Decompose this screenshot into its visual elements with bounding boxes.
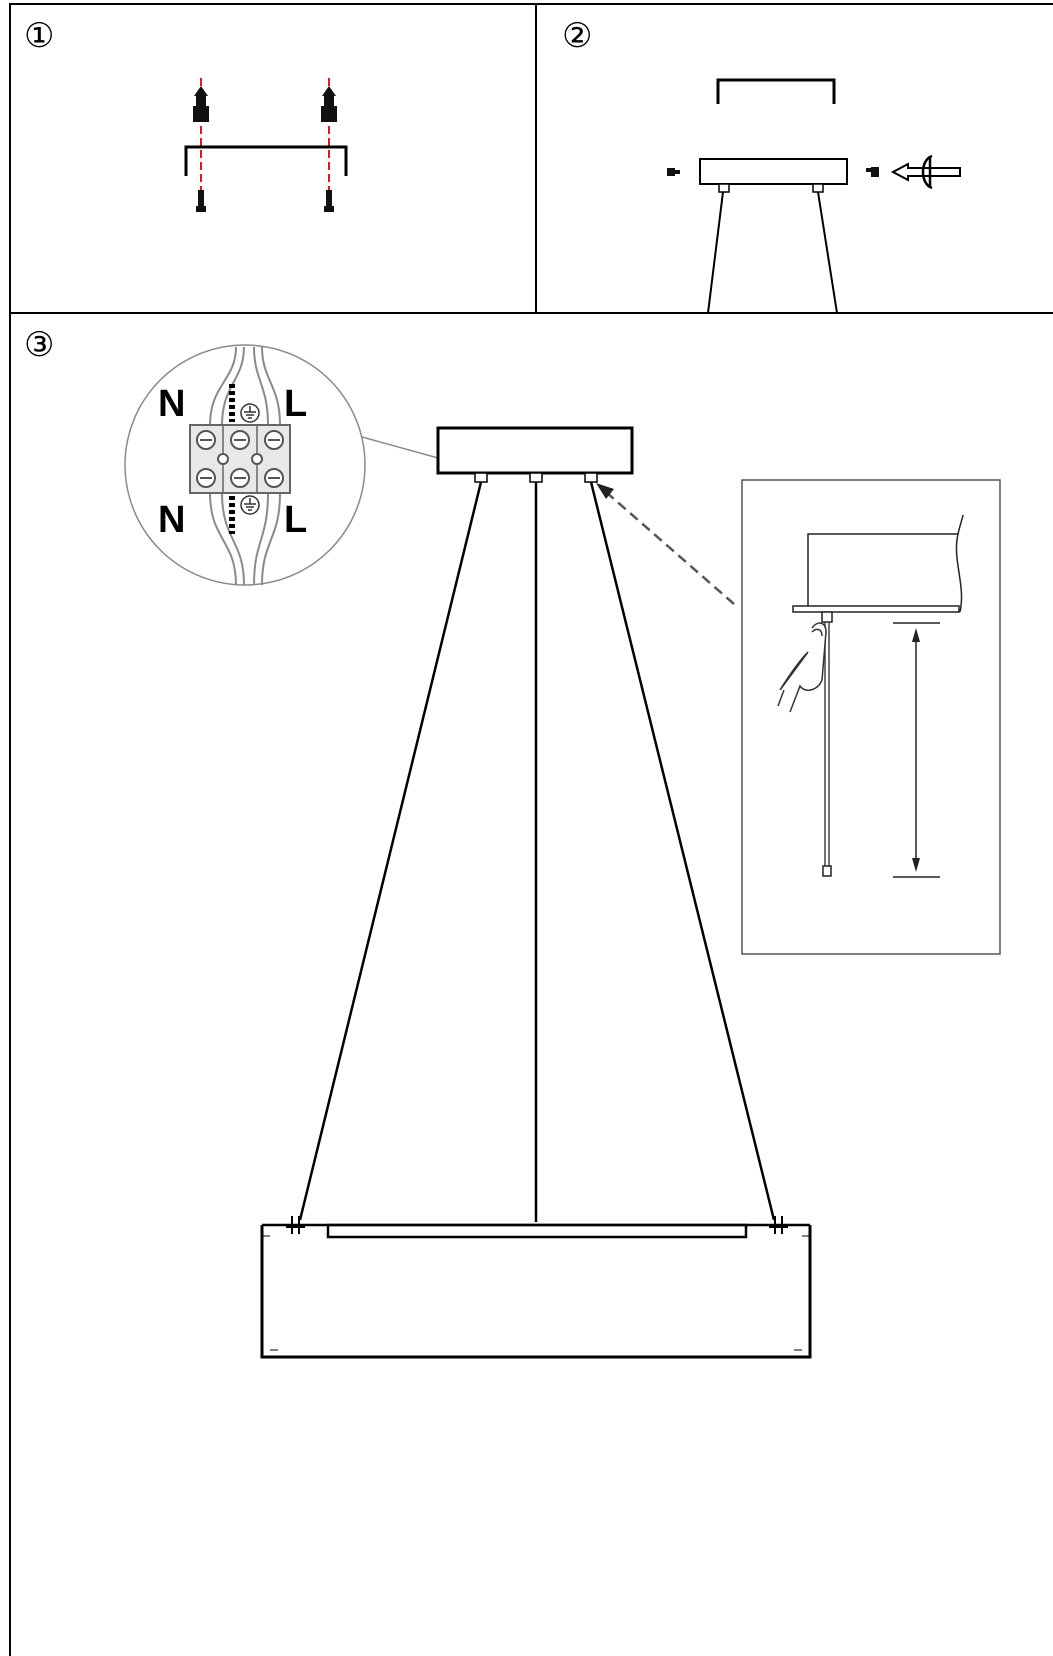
wall-anchor-icon [193,86,209,122]
step-1-bracket-mounting [184,78,348,212]
cable-grip-right [812,183,824,193]
cable-grip-left [718,183,730,193]
finger-icon [777,622,827,713]
wiring-detail: N L N L [124,344,366,586]
screw-icon [667,168,680,176]
canopy [699,158,848,185]
cable-anchor-left [286,1216,305,1234]
luminaire-frame [260,1225,812,1359]
screw-direction-icon [890,154,961,190]
label-live-bottom: L [284,499,307,541]
step-2-canopy-attach [667,78,961,314]
cable-adjust-detail [741,479,1001,955]
label-neutral-top: N [158,383,185,425]
bracket-shape [716,78,836,104]
cable-anchor-right [769,1216,788,1234]
canopy [436,426,634,475]
step-1-number: ① [24,16,54,56]
ground-symbol-icon [240,495,260,515]
canopy-section [807,533,963,613]
panel-frames [9,3,1053,1656]
label-neutral-bottom: N [158,499,185,541]
step-3-number: ③ [24,325,54,365]
screw-icon [324,190,334,212]
pendant-luminaire [260,1216,812,1359]
mounting-bracket [184,145,348,176]
step-2-number: ② [562,16,592,56]
luminaire-top-plate [326,1223,748,1239]
label-live-top: L [284,383,307,425]
step-3-pendant-install: N L N L [124,344,1001,1359]
detail-arrow [596,483,735,605]
wall-anchor-icon [321,86,337,122]
detail-box [741,479,1001,955]
screw-icon [866,167,879,177]
ground-symbol-icon [240,403,260,423]
cable-right [817,191,838,314]
screw-icon [196,190,206,212]
suspension-cable-left [298,481,483,1221]
suspension-cable-right [589,481,776,1221]
cable-left [707,191,724,314]
canopy-plate [792,605,960,613]
